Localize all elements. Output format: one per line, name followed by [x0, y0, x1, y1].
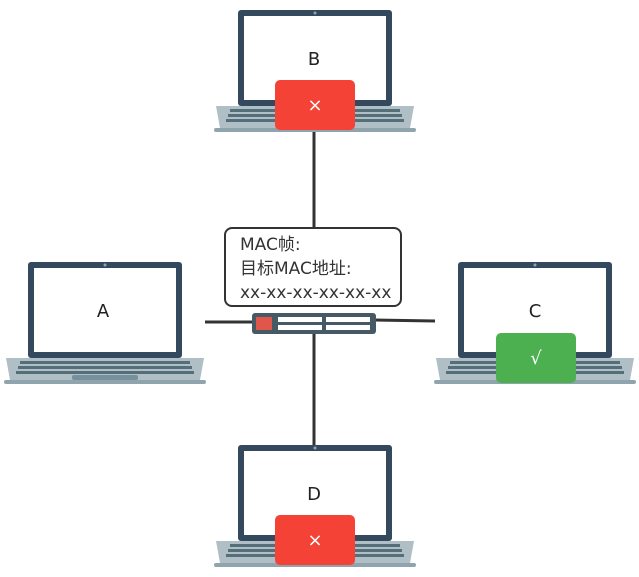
accept-badge-c: √ [496, 333, 576, 383]
switch-icon [252, 313, 376, 334]
reject-badge-d: × [275, 515, 355, 565]
node-label-b: B [307, 49, 321, 70]
laptop-a [4, 262, 206, 384]
link-c [374, 318, 436, 323]
node-label-c: C [528, 301, 542, 322]
mac-frame-box: MAC帧: 目标MAC地址: xx-xx-xx-xx-xx-xx [224, 227, 402, 307]
node-label-a: A [96, 301, 110, 322]
frame-dest-label: 目标MAC地址: [240, 259, 352, 279]
frame-dest-value: xx-xx-xx-xx-xx-xx [240, 283, 392, 303]
node-label-d: D [307, 484, 321, 505]
reject-badge-b: × [275, 80, 355, 130]
frame-title: MAC帧: [240, 235, 301, 255]
